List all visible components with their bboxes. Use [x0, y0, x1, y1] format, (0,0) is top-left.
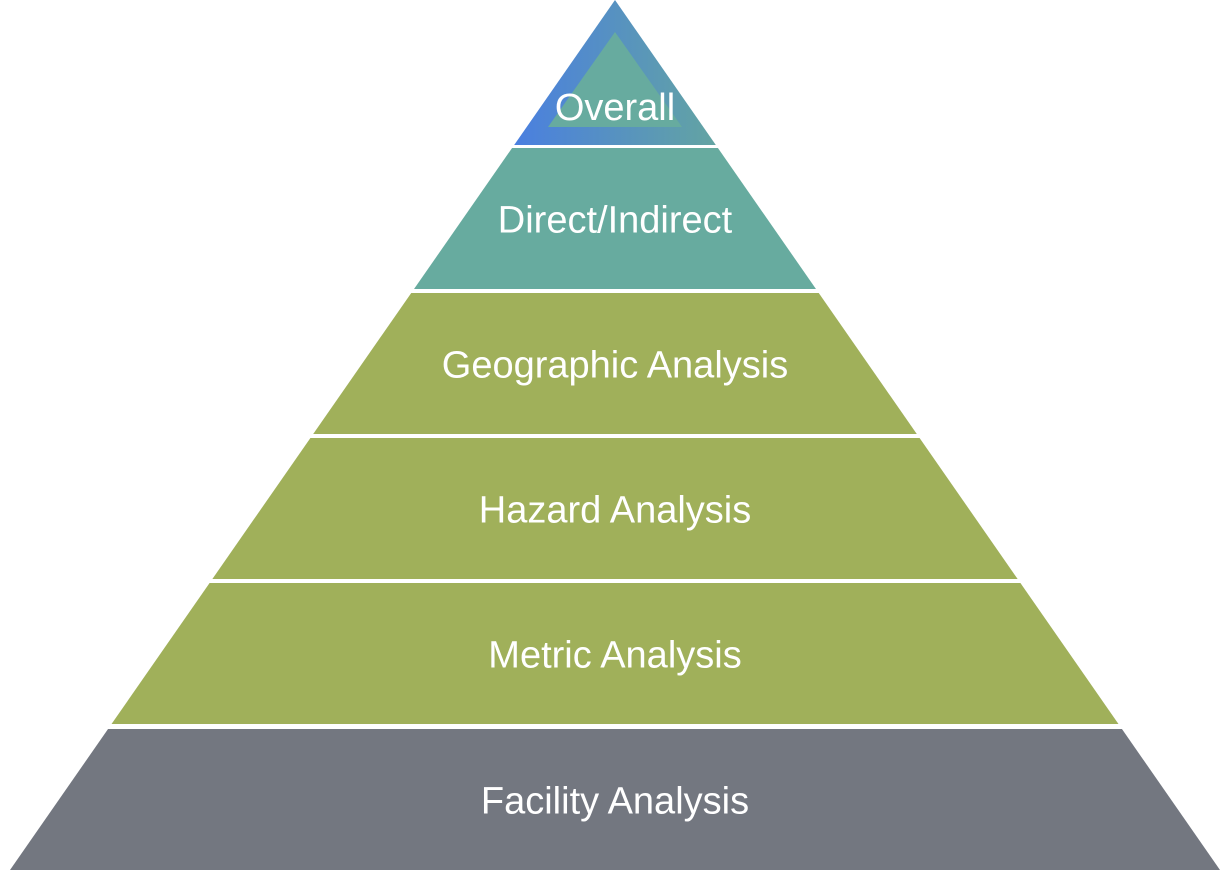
layer-label: Metric Analysis [488, 635, 741, 677]
layer-shape [10, 729, 1220, 870]
layer-shape [111, 583, 1119, 724]
layer-shape [313, 293, 917, 434]
layer-label: Overall [555, 87, 675, 129]
pyramid-layer-direct-indirect: Direct/Indirect [414, 148, 816, 289]
apex-inner-triangle [548, 32, 682, 127]
pyramid-layer-hazard-analysis: Hazard Analysis [212, 438, 1018, 579]
layer-shape [212, 438, 1018, 579]
layer-label: Direct/Indirect [498, 200, 733, 242]
layer-label: Facility Analysis [481, 781, 749, 823]
layer-shape [414, 148, 816, 289]
layer-label: Geographic Analysis [442, 345, 788, 387]
pyramid-layer-metric-analysis: Metric Analysis [111, 583, 1119, 724]
pyramid-layer-overall: Overall [514, 0, 716, 145]
pyramid-layer-geographic-analysis: Geographic Analysis [313, 293, 917, 434]
pyramid-layer-facility-analysis: Facility Analysis [10, 729, 1220, 870]
layer-label: Hazard Analysis [479, 490, 751, 532]
